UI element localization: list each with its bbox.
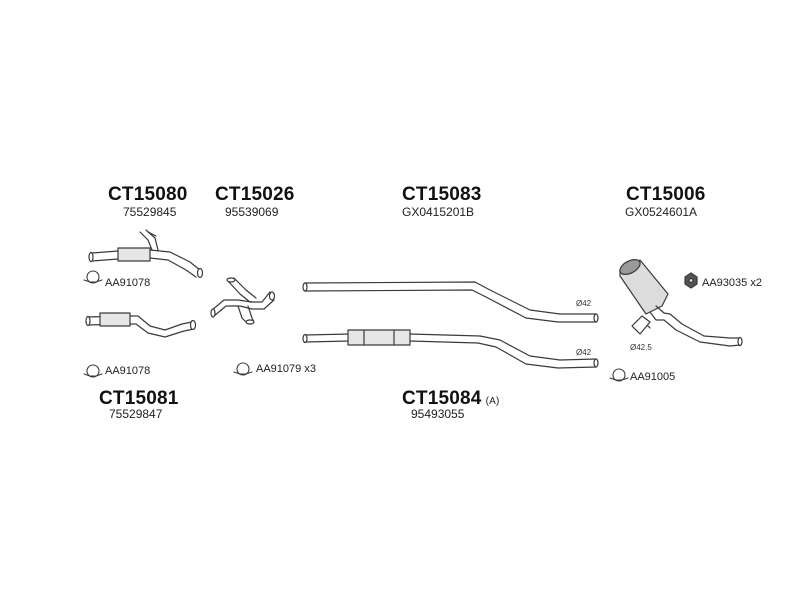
part-code-ct15083: CT15083: [402, 184, 482, 205]
clamp-icons: [83, 270, 629, 382]
part-ref-ct15084: 95493055: [411, 407, 465, 421]
part-ct15084: [302, 329, 599, 369]
part-ct15006: [619, 259, 743, 347]
part-ref-ct15026: 95539069: [225, 205, 279, 219]
part-code-ct15081: CT15081: [99, 388, 179, 409]
accessory-label-clamp: AA91005: [630, 371, 676, 383]
part-code-ct15084: CT15084(A): [402, 388, 500, 410]
part-code-ct15080: CT15080: [108, 184, 188, 205]
part-ct15083: [302, 281, 599, 323]
accessory-label-nut: AA93035 x2: [702, 277, 762, 289]
part-ref-ct15080: 75529845: [123, 205, 177, 219]
part-ct15081: [85, 312, 197, 338]
accessory-label-clamp: AA91078: [105, 365, 151, 377]
part-code-ct15026: CT15026: [215, 184, 295, 205]
nut-icon: [684, 272, 698, 289]
diameter-label: Ø42: [576, 348, 592, 357]
part-code-ct15006: CT15006: [626, 184, 706, 205]
part-ct15026: [210, 277, 276, 325]
part-code-ct15084-text: CT15084: [402, 388, 482, 409]
variant-suffix: (A): [485, 396, 500, 407]
part-ct15080: [88, 229, 204, 279]
accessory-label-clamp: AA91078: [105, 277, 151, 289]
diameter-label: Ø42: [576, 299, 592, 308]
part-ref-ct15006: GX0524601A: [625, 205, 698, 219]
part-ref-ct15083: GX0415201B: [402, 205, 475, 219]
diameter-label: Ø42.5: [630, 343, 652, 352]
accessory-label-clamp: AA91079 x3: [256, 363, 316, 375]
part-ref-ct15081: 75529847: [109, 407, 163, 421]
